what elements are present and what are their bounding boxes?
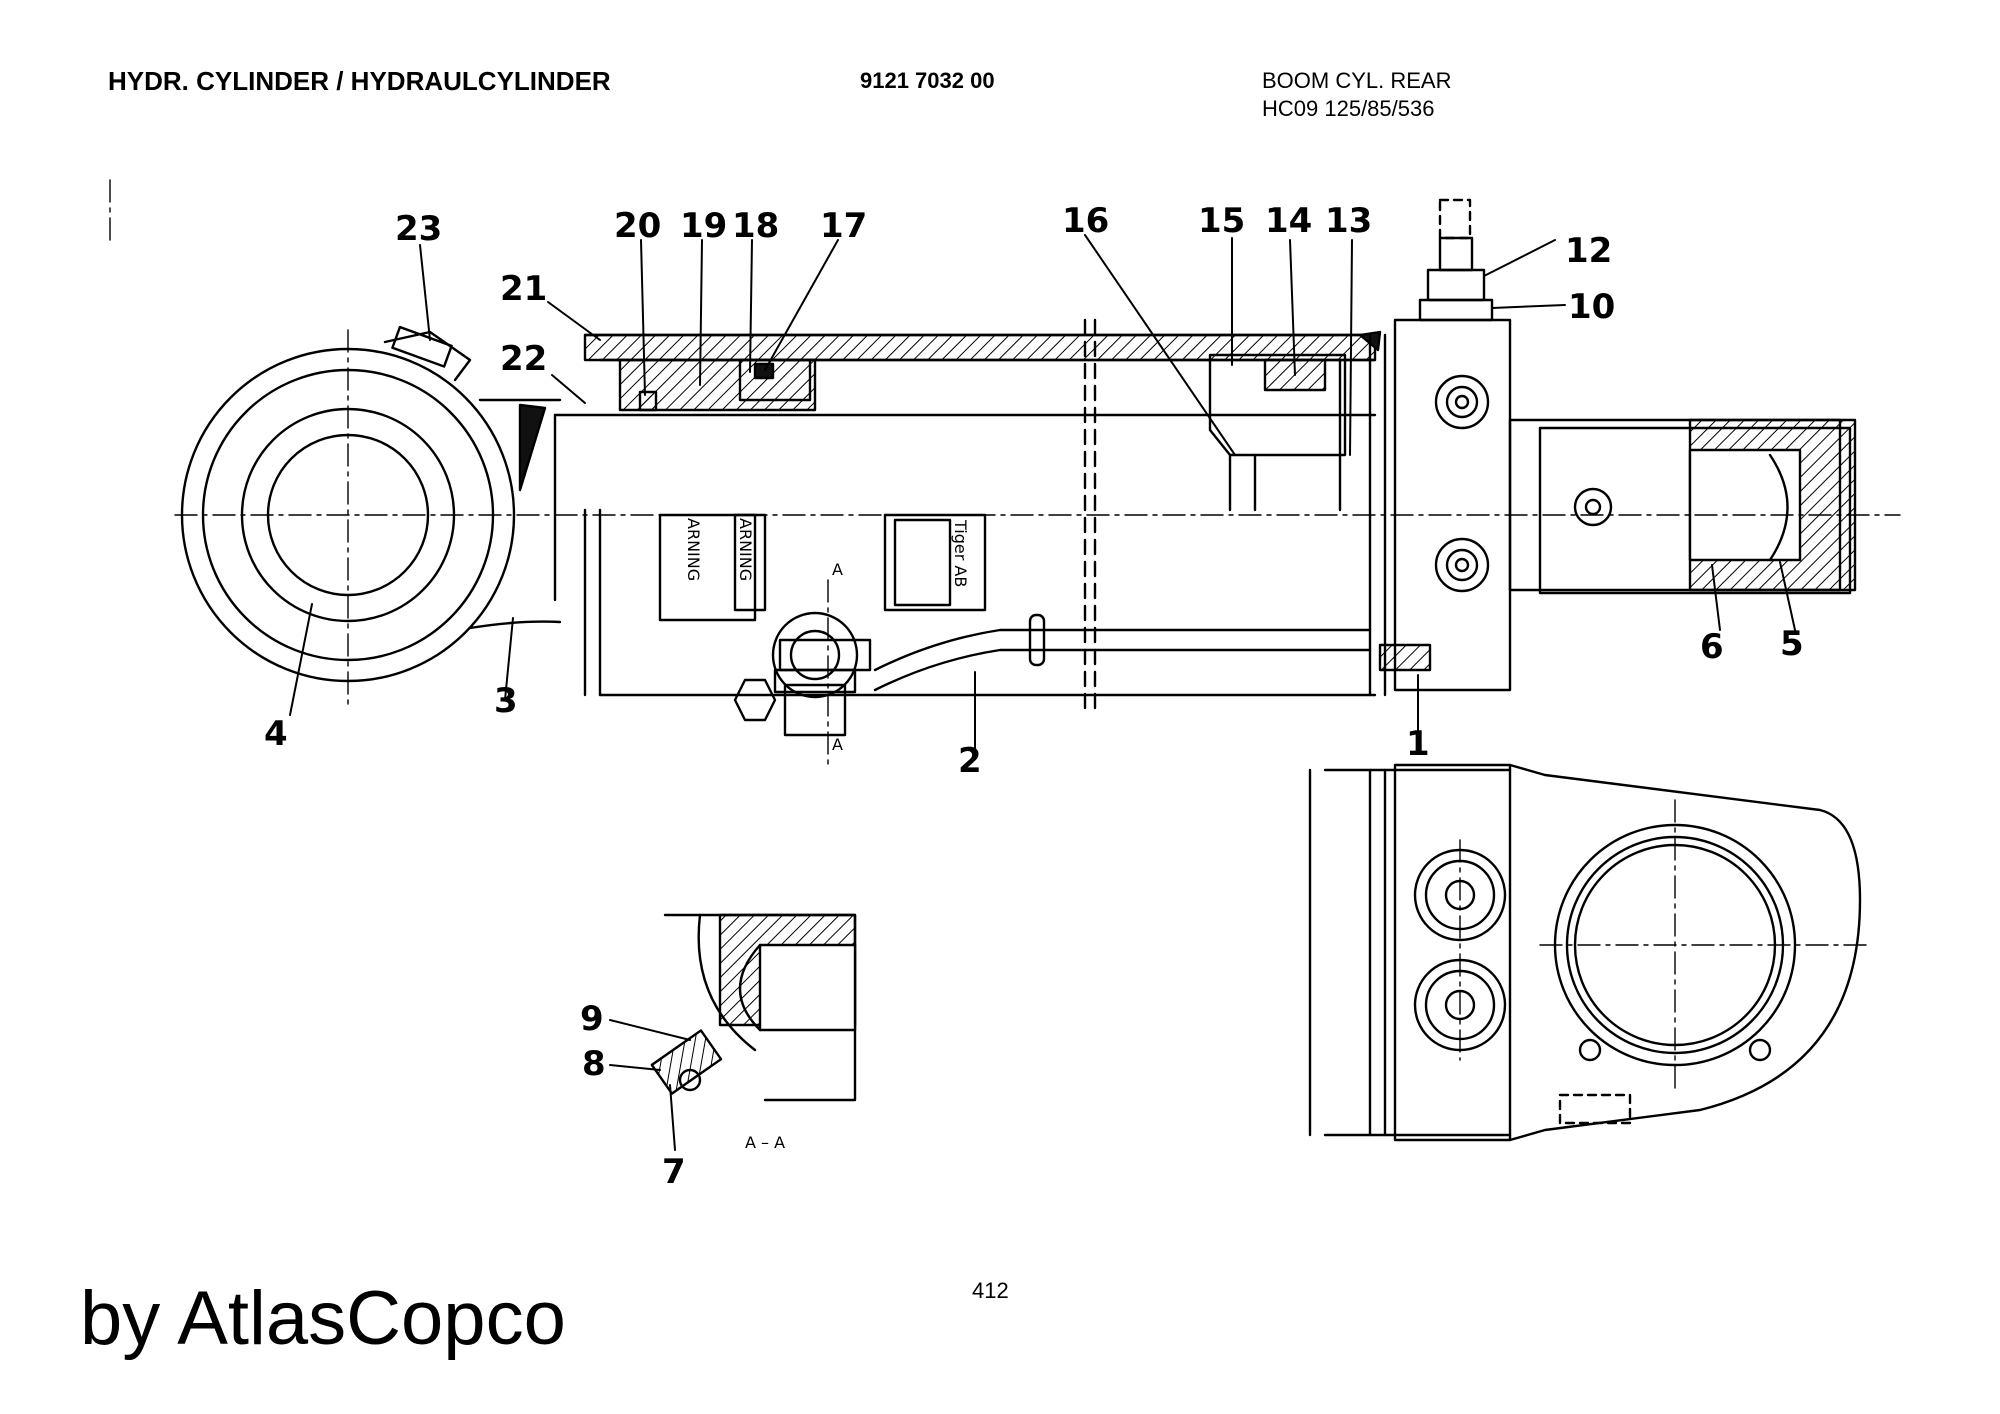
rear-eye [180,325,562,683]
callout-6: 6 [1700,627,1724,667]
description-line-2: HC09 125/85/536 [1262,96,1435,121]
callout-9: 9 [580,999,604,1039]
section-label: A – A [745,1133,785,1152]
callout-10: 10 [1568,287,1615,327]
decal-text-3: Tiger AB [951,519,970,587]
section-a-a-detail [650,913,857,1102]
leader-lines [289,234,1796,1151]
section-mark-top: A [832,560,843,579]
document-title: HYDR. CYLINDER / HYDRAULCYLINDER [108,66,611,96]
cylinder-head-block [733,198,1857,1137]
section-mark-bottom: A [832,735,843,754]
center-lines [109,179,1901,1091]
callout-23: 23 [395,209,442,249]
callout-12: 12 [1565,231,1612,271]
callout-22: 22 [500,339,547,379]
callout-7: 7 [662,1152,686,1192]
callout-5: 5 [1780,624,1804,664]
brand-caption: by AtlasCopco [80,1276,566,1361]
callout-2: 2 [958,741,982,781]
callout-20: 20 [614,206,661,246]
callout-16: 16 [1062,201,1109,241]
decal-text-2: ARNING [736,518,755,581]
callout-21: 21 [500,269,547,309]
callout-17: 17 [820,206,867,246]
callout-19: 19 [680,206,727,246]
description-line-1: BOOM CYL. REAR [1262,68,1452,93]
callout-3: 3 [494,681,518,721]
page-number: 412 [972,1278,1009,1303]
callout-14: 14 [1265,201,1312,241]
callout-8: 8 [582,1044,606,1084]
callout-1: 1 [1406,724,1430,764]
callout-4: 4 [264,714,288,754]
decal-text-1: ARNING [684,518,703,581]
callout-18: 18 [732,206,779,246]
callout-15: 15 [1198,201,1245,241]
part-number: 9121 7032 00 [860,68,995,93]
side-view-detail [1393,763,1862,1142]
callout-13: 13 [1325,201,1372,241]
